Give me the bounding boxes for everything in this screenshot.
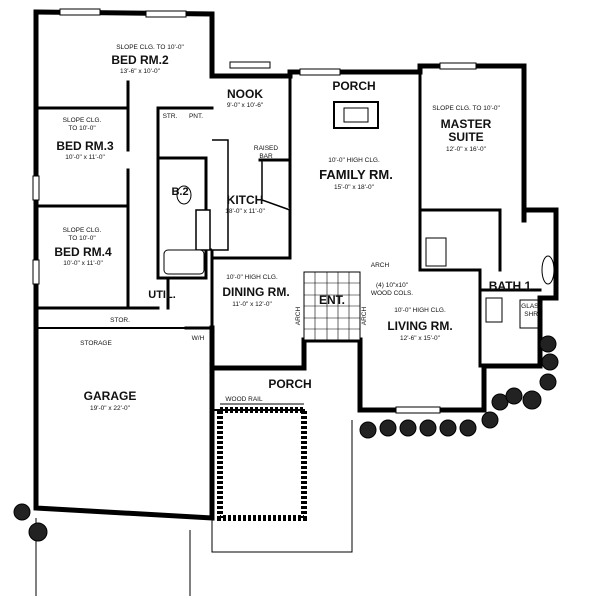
cols-line1: (4) 10"x10": [376, 282, 409, 289]
family-name: FAMILY RM.: [319, 167, 393, 182]
bath-fixtures: [163, 185, 555, 329]
kitchen-dims: 18'-0" x 11'-0": [225, 208, 265, 215]
glass-shr-line1: GLASS: [521, 303, 543, 310]
kitchen-counters: [195, 139, 291, 251]
porch-top-label: PORCH: [332, 79, 375, 93]
raised-bar-line1: RAISED: [254, 145, 279, 152]
living-dims: 12'-6" x 15'-0": [400, 335, 441, 342]
dining-name: DINING RM.: [222, 285, 289, 299]
stor-label: STOR.: [110, 317, 130, 324]
str-label: STR.: [163, 113, 178, 120]
exterior-walls: [33, 9, 559, 521]
wh-label: W/H: [192, 335, 205, 342]
master-dims: 12'-0" x 16'-0": [446, 146, 487, 153]
pnt-label: PNT.: [189, 113, 203, 120]
family-dims: 15'-0" x 18'-0": [334, 184, 375, 191]
arch-label-right: ARCH: [361, 306, 368, 325]
interior-walls: [34, 64, 542, 411]
bed3-note1: SLOPE CLG.: [63, 117, 102, 124]
kitchen-name: KITCH: [227, 193, 264, 207]
dining-note: 10'-0" HIGH CLG.: [226, 274, 278, 281]
bed4-name: BED RM.4: [54, 245, 112, 259]
porch-bottom-label: PORCH: [268, 377, 311, 391]
master-note: SLOPE CLG. TO 10'-0": [432, 105, 500, 112]
arch-label-left: ARCH: [295, 306, 302, 325]
bed2-note: SLOPE CLG. TO 10'-0": [116, 44, 184, 51]
family-note: 10'-0" HIGH CLG.: [328, 157, 380, 164]
living-name: LIVING RM.: [387, 319, 452, 333]
room-labels: SLOPE CLG. TO 10'-0" BED RM.2 13'-6" x 1…: [54, 44, 543, 412]
garage-dims: 19'-0" x 22'-0": [90, 405, 131, 412]
bath1-label: BATH 1: [489, 279, 532, 293]
raised-bar-line2: BAR: [259, 153, 273, 160]
garage-name: GARAGE: [84, 389, 137, 403]
arch-label-top: ARCH: [371, 262, 390, 269]
master-name2: SUITE: [448, 130, 483, 144]
shrubs: [13, 335, 559, 542]
fireplace: [333, 101, 379, 129]
entry-tile: [303, 271, 361, 341]
nook-dims: 9'-0" x 10'-6": [227, 102, 264, 109]
dining-dims: 11'-0" x 12'-0": [232, 301, 272, 308]
bed3-name: BED RM.3: [56, 139, 114, 153]
storage-label: STORAGE: [80, 340, 112, 347]
master-name1: MASTER: [441, 117, 492, 131]
glass-shr-line2: SHR.: [524, 311, 540, 318]
bed3-note2: TO 10'-0": [68, 125, 96, 132]
bed2-dims: 13'-6" x 10'-0": [120, 68, 161, 75]
living-note: 10'-0" HIGH CLG.: [394, 307, 446, 314]
windows: [32, 8, 477, 414]
porch-planter: [217, 403, 307, 521]
bed4-note2: TO 10'-0": [68, 235, 96, 242]
bed3-dims: 10'-0" x 11'-0": [65, 154, 105, 161]
bed4-dims: 10'-0" x 11'-0": [63, 260, 103, 267]
nook-name: NOOK: [227, 87, 263, 101]
bed2-name: BED RM.2: [111, 53, 169, 67]
cols-line2: WOOD COLS.: [371, 290, 413, 297]
bed4-note1: SLOPE CLG.: [63, 227, 102, 234]
util-label: UTIL.: [148, 289, 176, 301]
b2-label: B.2: [171, 186, 188, 198]
ent-label: ENT.: [319, 293, 345, 307]
wood-rail-label: WOOD RAIL: [225, 396, 263, 403]
